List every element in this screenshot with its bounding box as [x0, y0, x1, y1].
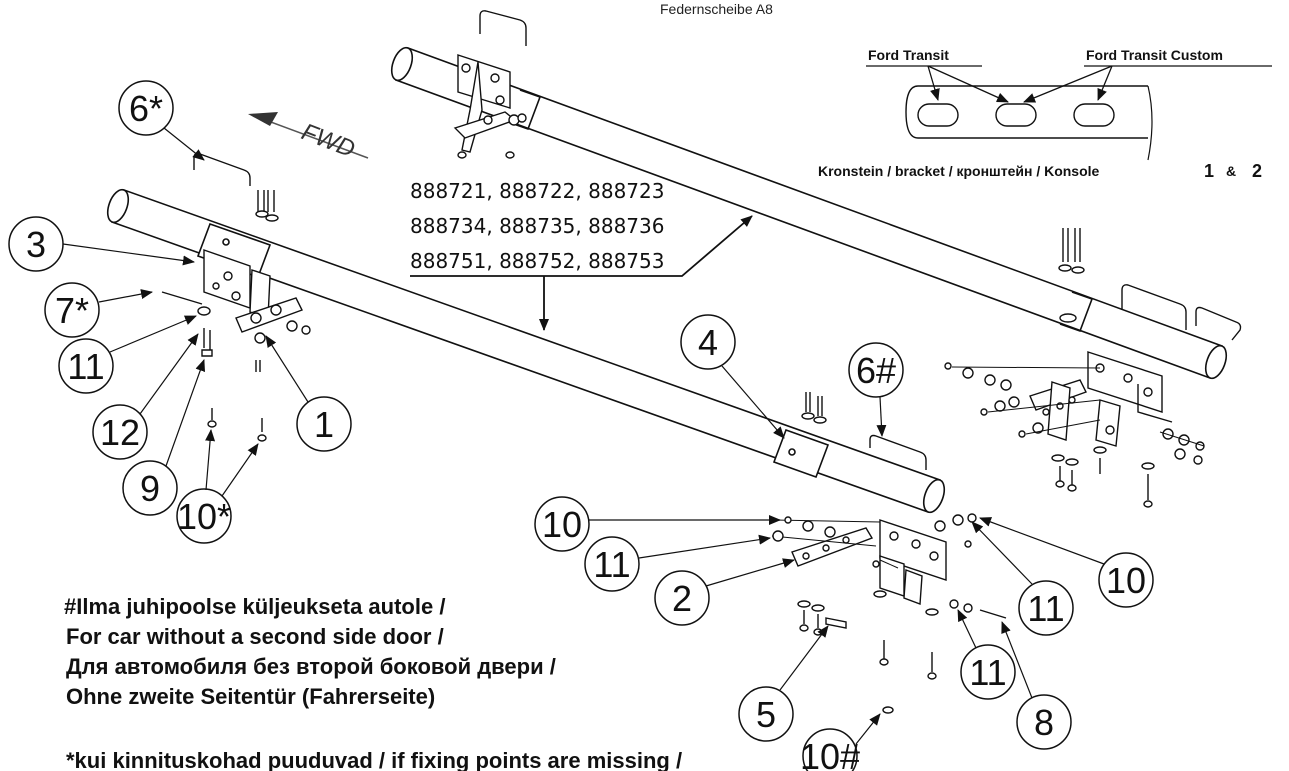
svg-text:9: 9 — [140, 468, 160, 509]
svg-text:10#: 10# — [800, 736, 860, 771]
svg-text:3: 3 — [26, 224, 46, 265]
svg-text:12: 12 — [100, 412, 140, 453]
bracket-caption: Kronstein / bracket / кронштейн / Konsol… — [818, 163, 1100, 179]
top-cut-label: Federnscheibe A8 — [660, 1, 773, 17]
note-line-4: Ohne zweite Seitentür (Fahrerseite) — [66, 684, 435, 709]
note-line-1: #Ilma juhipoolse küljeukseta autole / — [64, 594, 445, 619]
svg-text:8: 8 — [1034, 702, 1054, 743]
note-line-3: Для автомобиля без второй боковой двери … — [66, 654, 556, 679]
bracket-plate-outline — [905, 85, 1148, 139]
upper-right-fastener-lines — [951, 366, 1205, 447]
note-cut-line: *kui kinnituskohad puuduvad / if fixing … — [66, 748, 682, 771]
callout-10-right: 10 — [979, 517, 1154, 608]
callout-6-star: 6* — [118, 80, 205, 161]
note-line-2: For car without a second side door / — [66, 624, 444, 649]
callout-4: 4 — [680, 314, 785, 439]
callout-11-right: 11 — [971, 521, 1074, 636]
fwd-label: FWD — [298, 118, 359, 163]
console-1-label: 1 — [1204, 161, 1214, 181]
callout-6-hash: 6# — [848, 342, 904, 437]
slot-ford-transit-custom — [1073, 103, 1115, 127]
svg-text:7*: 7* — [55, 290, 89, 331]
part-numbers-line-2: 888734, 888735, 888736 — [410, 214, 664, 238]
slot-ford-transit — [917, 103, 959, 127]
svg-text:10: 10 — [542, 504, 582, 545]
console-2-label: 2 — [1252, 161, 1262, 181]
svg-text:11: 11 — [67, 346, 104, 387]
part-number-block: 888721, 888722, 888723 888734, 888735, 8… — [410, 179, 753, 331]
callout-12: 12 — [92, 333, 199, 460]
svg-text:10: 10 — [1106, 560, 1146, 601]
upper-rail — [390, 46, 1228, 380]
svg-text:4: 4 — [698, 322, 718, 363]
upper-left-bracket — [453, 10, 527, 159]
callout-3: 3 — [8, 216, 195, 272]
lower-rail-end-cap — [922, 478, 946, 514]
callout-11-lower-left: 11 — [584, 534, 771, 592]
lower-right-washer-row — [772, 516, 836, 542]
callout-1: 1 — [265, 335, 352, 452]
ford-transit-label: Ford Transit — [868, 47, 949, 63]
lower-left-bracket — [161, 190, 311, 442]
part-numbers-line-1: 888721, 888722, 888723 — [410, 179, 664, 203]
amp-label: & — [1226, 163, 1236, 179]
fwd-arrow: FWD — [248, 112, 369, 163]
upper-rail-end-cap — [1204, 344, 1228, 380]
svg-text:6#: 6# — [856, 350, 896, 391]
ford-transit-custom-label: Ford Transit Custom — [1086, 47, 1223, 63]
svg-text:1: 1 — [314, 404, 334, 445]
svg-text:2: 2 — [672, 578, 692, 619]
callout-8: 8 — [1001, 621, 1072, 750]
part-numbers-line-3: 888751, 888752, 888753 — [410, 249, 664, 273]
svg-text:11: 11 — [593, 544, 630, 585]
vehicle-notes: #Ilma juhipoolse küljeukseta autole / Fo… — [64, 594, 682, 771]
callout-10-hash: 10# — [800, 713, 881, 771]
sleeve-4-bolts — [801, 392, 827, 424]
svg-text:11: 11 — [969, 652, 1006, 693]
callout-9: 9 — [122, 359, 205, 516]
callout-11-lower-middle: 11 — [957, 609, 1016, 700]
svg-text:10*: 10* — [177, 496, 231, 537]
svg-text:11: 11 — [1027, 588, 1064, 629]
slot-middle — [995, 103, 1037, 127]
svg-text:6*: 6* — [129, 88, 163, 129]
u-bolt-6-hash — [869, 434, 927, 470]
callout-10-star: 10* — [176, 429, 259, 544]
callout-10-lower-left: 10 — [534, 496, 781, 552]
callout-2: 2 — [654, 558, 795, 626]
bracket-inset: Ford Transit Ford Transit Custom Kronste… — [818, 47, 1272, 181]
lower-right-bracket — [791, 513, 1007, 714]
svg-text:5: 5 — [756, 694, 776, 735]
upper-right-bracket — [944, 228, 1242, 508]
callout-11-left: 11 — [58, 315, 197, 394]
callout-5: 5 — [738, 625, 829, 742]
callout-7-star: 7* — [44, 282, 153, 338]
